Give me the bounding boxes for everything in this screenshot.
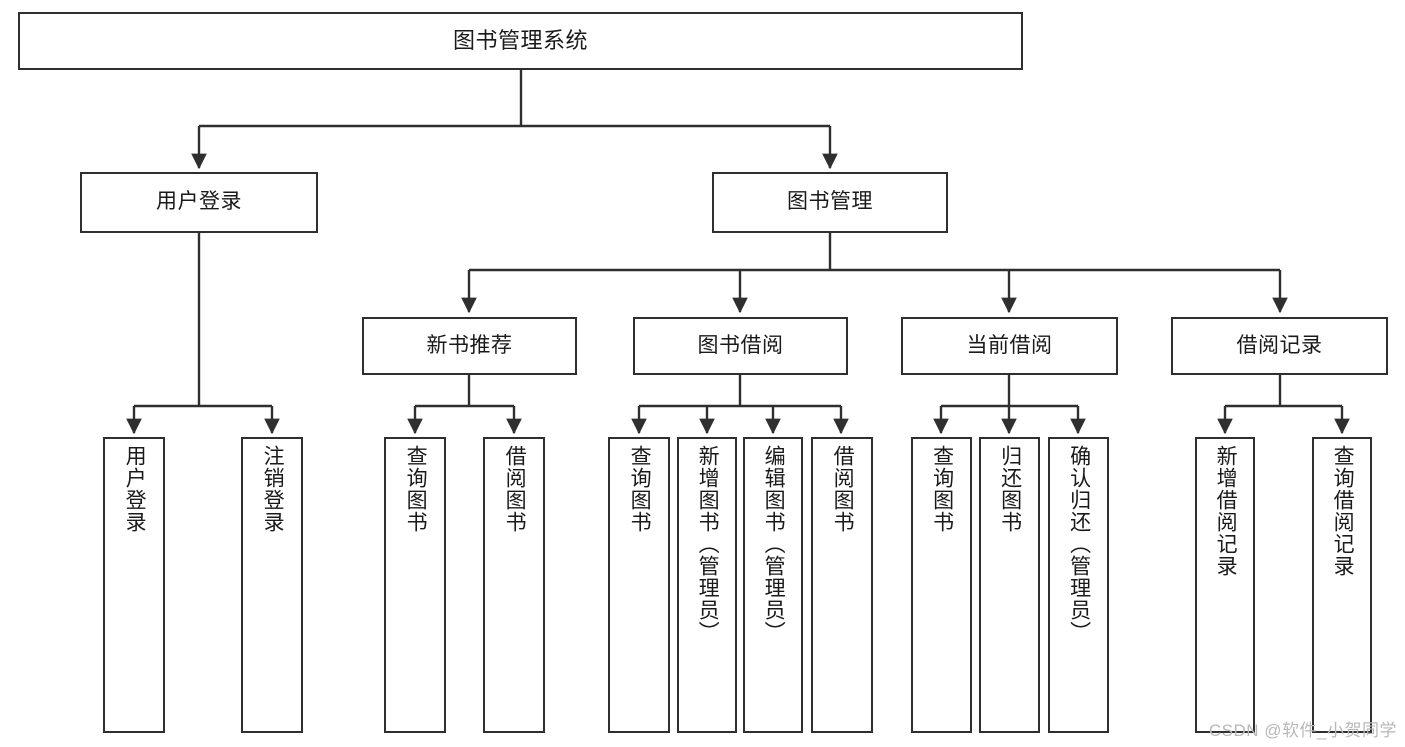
node-label: 注销登录 (261, 445, 285, 533)
node-leaf-user-login-login[interactable]: 用户登录 (103, 437, 165, 733)
node-label: 查询借阅记录 (1331, 445, 1355, 577)
node-leaf-borrow-record-query[interactable]: 查询借阅记录 (1312, 437, 1372, 733)
node-current-borrowing[interactable]: 当前借阅 (901, 317, 1118, 375)
node-new-book-recommendation[interactable]: 新书推荐 (362, 317, 577, 375)
csdn-watermark: CSDN @软件_小贺同学 (1208, 721, 1397, 740)
node-label: 图书管理 (787, 190, 873, 214)
node-label: 当前借阅 (966, 333, 1053, 357)
node-leaf-new-book-borrow[interactable]: 借阅图书 (483, 437, 545, 733)
node-label: 查询图书 (628, 445, 652, 533)
node-label: 用户登录 (156, 190, 242, 214)
node-leaf-new-book-query[interactable]: 查询图书 (384, 437, 446, 733)
node-label: 查询图书 (404, 445, 428, 533)
node-label: 借阅图书 (831, 445, 855, 533)
node-book-management[interactable]: 图书管理 (712, 172, 948, 233)
node-label: 图书管理系统 (452, 28, 588, 54)
node-leaf-book-borrow-borrow[interactable]: 借阅图书 (811, 437, 873, 733)
node-label: 借阅图书 (503, 445, 527, 533)
node-label: 查询图书 (930, 445, 954, 533)
node-label: 新增图书（管理员） (696, 445, 720, 643)
node-label: 新增借阅记录 (1214, 445, 1238, 577)
node-leaf-book-borrow-query[interactable]: 查询图书 (608, 437, 670, 733)
node-label: 用户登录 (123, 445, 147, 533)
node-leaf-current-borrow-confirm-return[interactable]: 确认归还（管理员） (1048, 437, 1109, 733)
node-leaf-book-borrow-edit[interactable]: 编辑图书（管理员） (743, 437, 803, 733)
node-user-login[interactable]: 用户登录 (80, 172, 318, 233)
node-label: 图书借阅 (697, 333, 784, 357)
node-book-borrowing[interactable]: 图书借阅 (633, 317, 848, 375)
node-borrow-records[interactable]: 借阅记录 (1171, 317, 1388, 375)
node-label: 编辑图书（管理员） (762, 445, 786, 643)
node-label: 新书推荐 (426, 333, 513, 357)
node-label: 借阅记录 (1236, 333, 1323, 357)
node-leaf-current-borrow-query[interactable]: 查询图书 (911, 437, 972, 733)
node-label: 归还图书 (998, 445, 1022, 533)
node-root-library-system[interactable]: 图书管理系统 (18, 12, 1023, 70)
node-leaf-current-borrow-return[interactable]: 归还图书 (979, 437, 1040, 733)
node-label: 确认归还（管理员） (1067, 445, 1091, 643)
node-leaf-book-borrow-add[interactable]: 新增图书（管理员） (677, 437, 737, 733)
node-leaf-user-login-logout[interactable]: 注销登录 (241, 437, 303, 733)
node-leaf-borrow-record-add[interactable]: 新增借阅记录 (1195, 437, 1255, 733)
